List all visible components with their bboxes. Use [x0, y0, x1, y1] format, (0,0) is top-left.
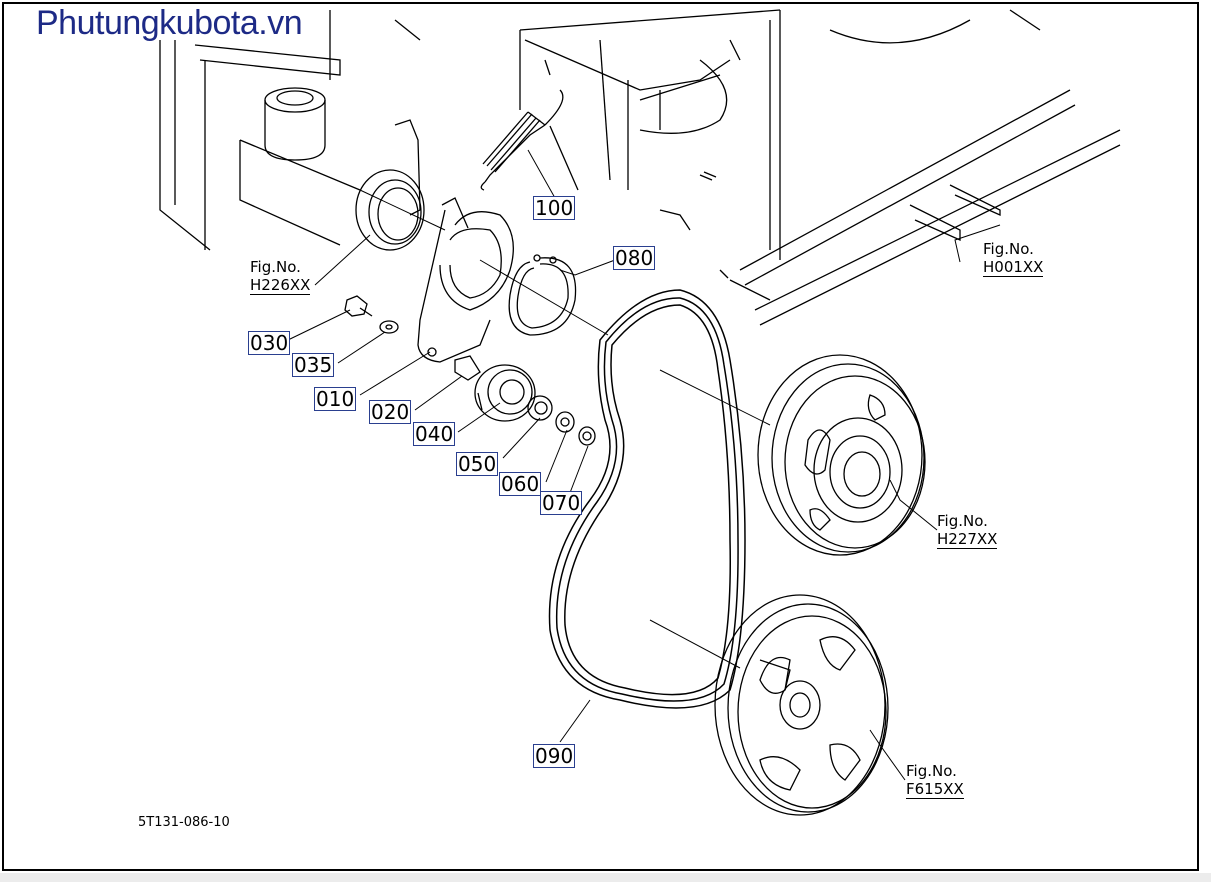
fig-ref-f615xx[interactable]: Fig.No. F615XX [906, 762, 964, 799]
tension-arm [417, 197, 514, 363]
diagram-frame [2, 2, 1199, 871]
callout-030[interactable]: 030 [248, 331, 291, 355]
fig-ref-code: H227XX [937, 530, 998, 549]
bearing-and-washers [527, 395, 596, 446]
leader-lines [287, 149, 1001, 781]
fig-ref-prefix: Fig.No. [937, 512, 988, 530]
fig-ref-code: H226XX [250, 276, 311, 295]
callout-010[interactable]: 010 [314, 387, 357, 411]
fig-ref-code: F615XX [906, 780, 964, 799]
callout-040[interactable]: 040 [413, 422, 456, 446]
site-watermark: Phutungkubota.vn [36, 4, 303, 42]
tension-spring [480, 89, 579, 191]
callout-060[interactable]: 060 [499, 472, 542, 496]
lower-pulley [714, 594, 889, 816]
v-belt [548, 289, 746, 709]
callout-035[interactable]: 035 [292, 353, 335, 377]
callout-070[interactable]: 070 [540, 491, 583, 515]
callout-080[interactable]: 080 [613, 246, 656, 270]
snap-ring [508, 254, 577, 336]
fig-ref-h227xx[interactable]: Fig.No. H227XX [937, 512, 998, 549]
callout-090[interactable]: 090 [533, 744, 576, 768]
bottom-bar [0, 873, 1211, 882]
bolt-and-washer [344, 295, 399, 334]
fig-ref-code: H001XX [983, 258, 1044, 277]
callout-050[interactable]: 050 [456, 452, 499, 476]
chassis-frame [159, 9, 1121, 326]
document-code: 5T131-086-10 [138, 815, 230, 830]
fig-ref-prefix: Fig.No. [983, 240, 1034, 258]
idler-pulley [474, 364, 536, 422]
fig-ref-h226xx[interactable]: Fig.No. H226XX [250, 258, 311, 295]
collar [454, 355, 481, 381]
fig-ref-prefix: Fig.No. [906, 762, 957, 780]
callout-100[interactable]: 100 [533, 196, 576, 220]
cylinder-housing [239, 87, 425, 251]
fig-ref-h001xx[interactable]: Fig.No. H001XX [983, 240, 1044, 277]
upper-pulley [757, 354, 926, 556]
callout-020[interactable]: 020 [369, 400, 412, 424]
fig-ref-prefix: Fig.No. [250, 258, 301, 276]
